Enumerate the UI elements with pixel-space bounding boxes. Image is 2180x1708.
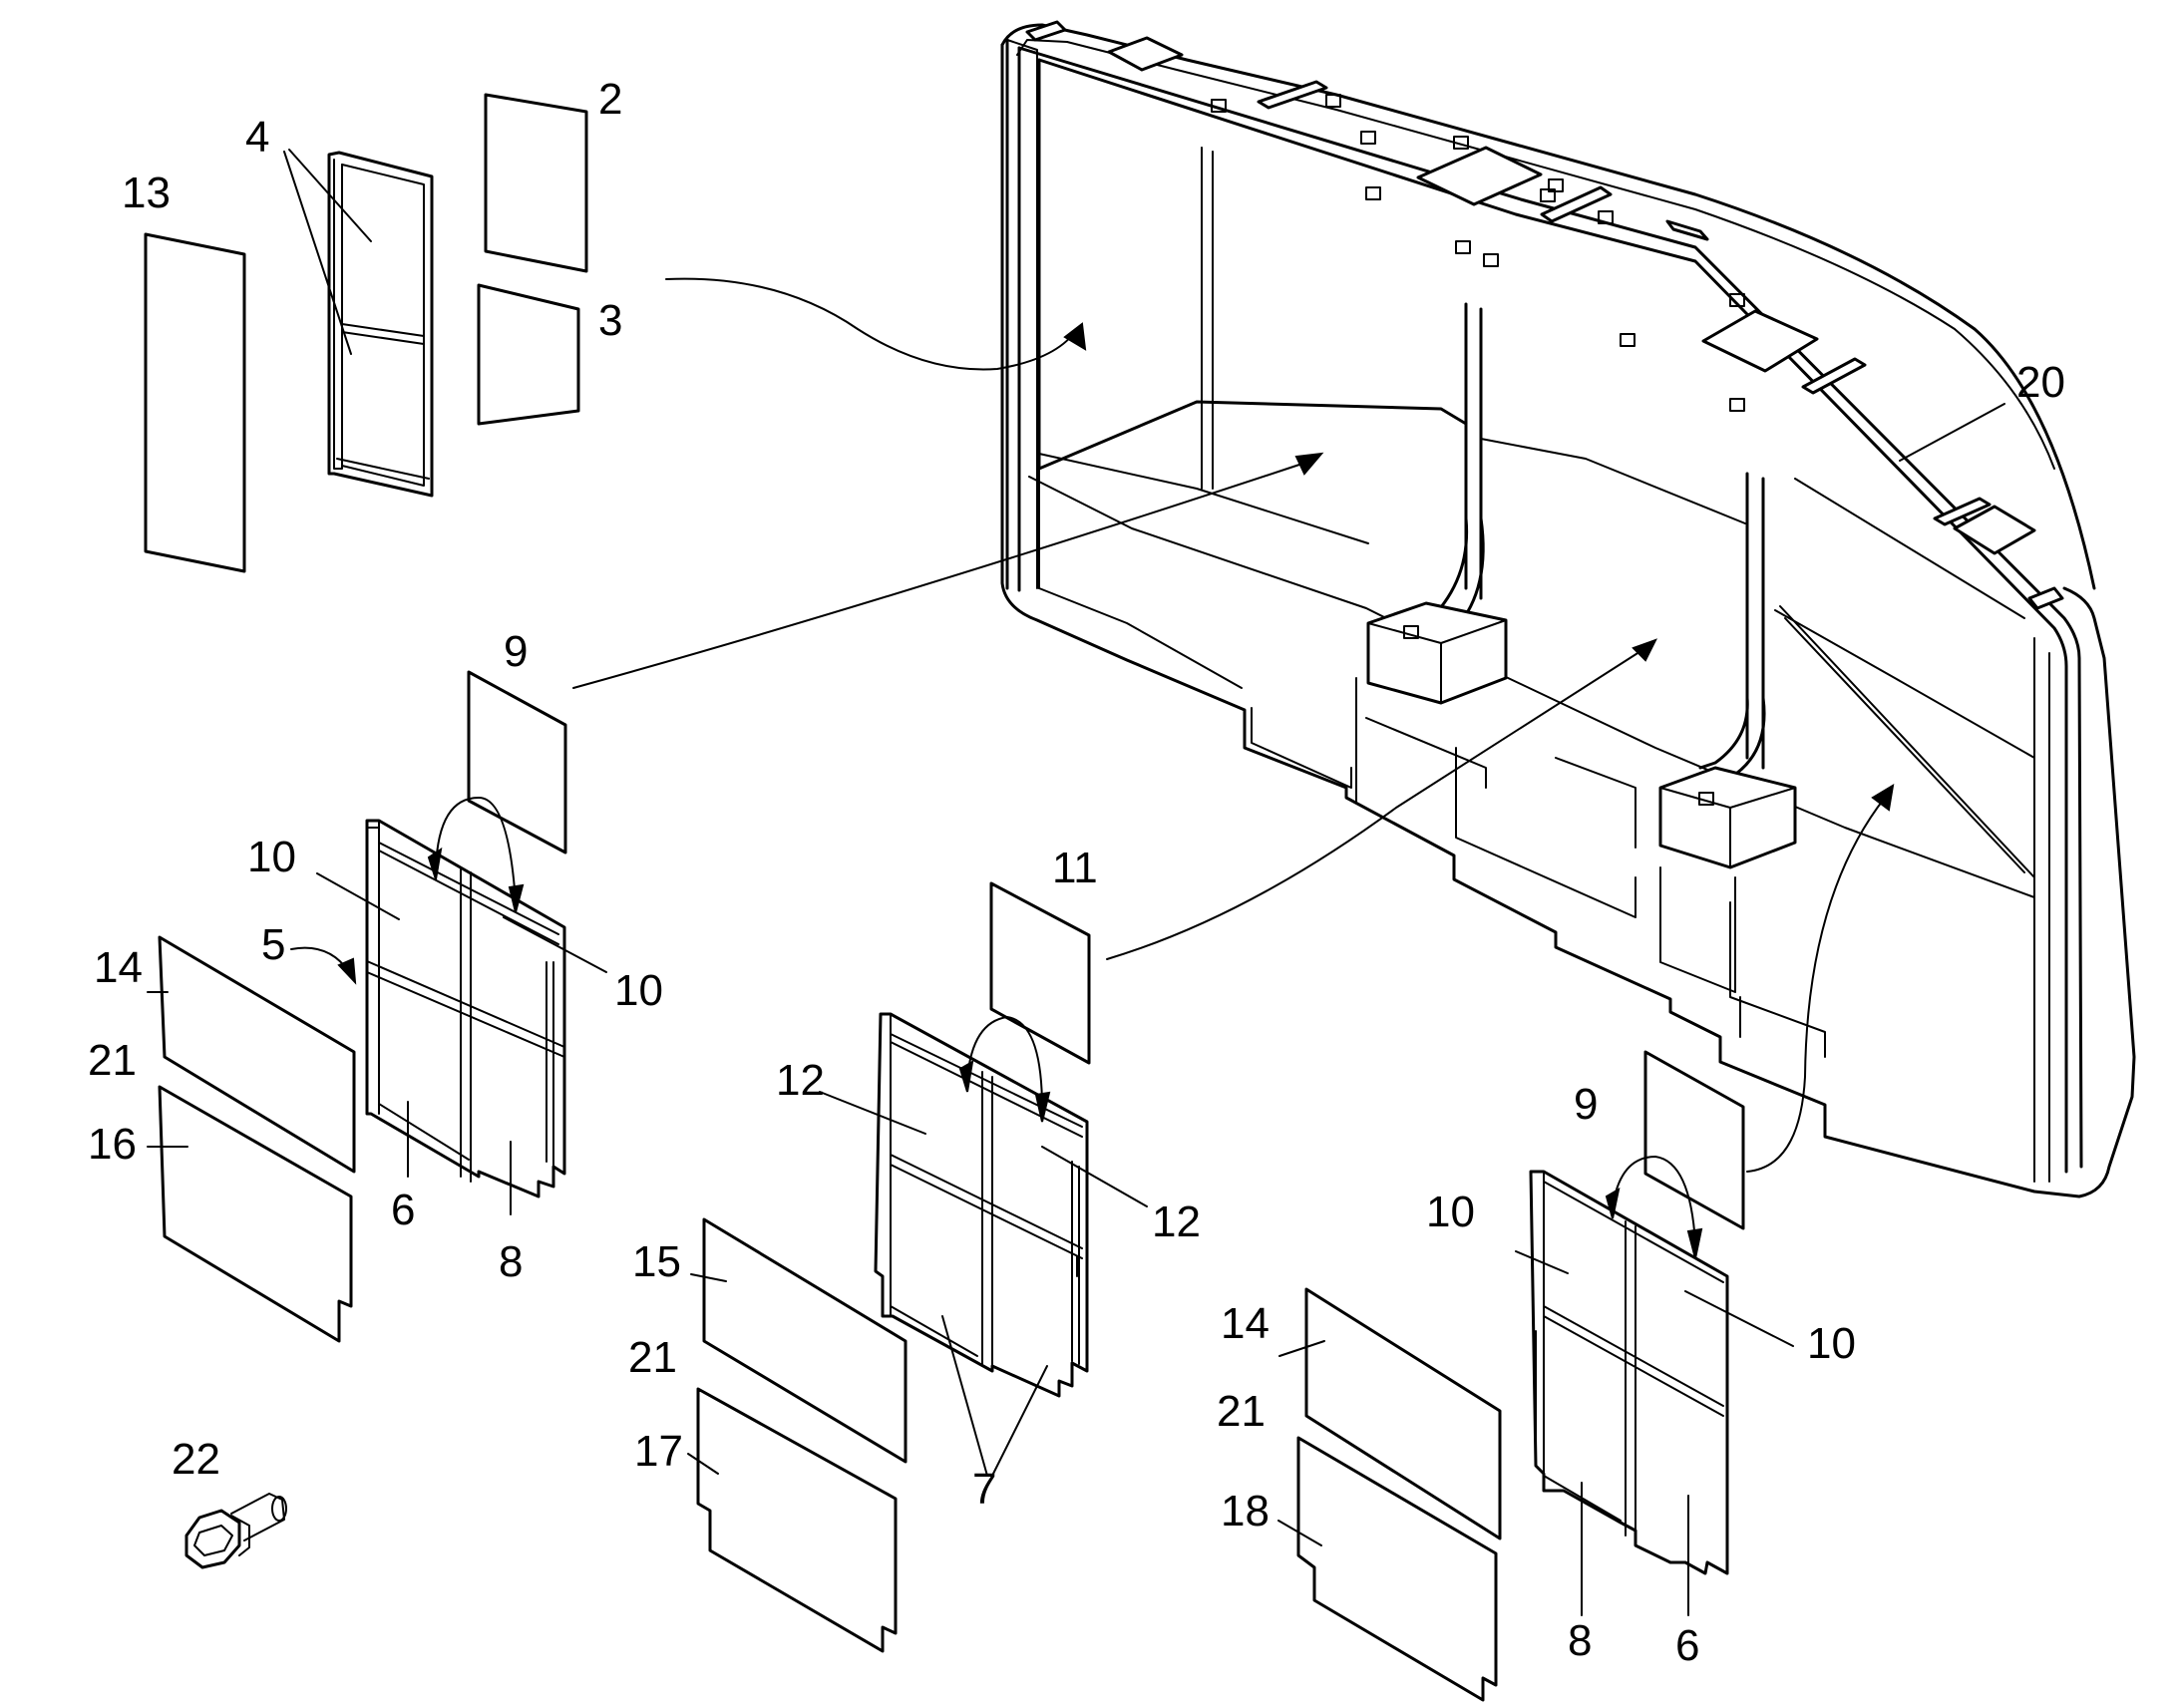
part-11-panel <box>989 881 1091 1065</box>
part-3-panel <box>477 283 580 426</box>
part-14-21-16-left-panels <box>147 935 356 1343</box>
callout-21-right: 21 <box>1217 1387 1266 1436</box>
callout-18: 18 <box>1221 1487 1270 1536</box>
callout-10-left-a: 10 <box>247 833 296 881</box>
callout-15: 15 <box>632 1237 681 1286</box>
part-15-21-17-center-panels <box>687 1217 908 1653</box>
callout-9-right: 9 <box>1574 1080 1598 1129</box>
part-2-panel <box>484 93 588 273</box>
callout-17: 17 <box>634 1427 683 1476</box>
callout-labels: 2 3 4 13 20 9 10 10 5 14 21 16 6 8 11 12… <box>88 75 2065 1670</box>
callout-14-left: 14 <box>94 943 143 992</box>
callout-10-right-b: 10 <box>1807 1319 1856 1368</box>
callout-8-left: 8 <box>499 1237 523 1286</box>
callout-22: 22 <box>172 1435 220 1484</box>
callout-21-left: 21 <box>88 1036 137 1085</box>
callout-9-left: 9 <box>504 627 528 676</box>
callout-14-right: 14 <box>1221 1299 1270 1348</box>
part-22-bolt <box>184 1493 287 1569</box>
center-arrows <box>819 1016 1148 1477</box>
callout-12-b: 12 <box>1152 1197 1201 1246</box>
right-door-frame <box>1529 1170 1729 1575</box>
callout-5: 5 <box>261 920 285 969</box>
left-door-frame <box>365 819 566 1198</box>
callout-10-left-b: 10 <box>614 966 663 1015</box>
callout-16: 16 <box>88 1120 137 1169</box>
assembly-arrows <box>572 277 1895 1173</box>
part-9-panel-left <box>467 670 567 854</box>
callout-13: 13 <box>122 169 171 217</box>
left-arrows <box>290 797 607 1215</box>
callout-12-a: 12 <box>776 1056 825 1105</box>
part-14-21-18-right-panels <box>1277 1287 1502 1702</box>
center-door-frame <box>874 1012 1089 1398</box>
callout-6-right: 6 <box>1675 1621 1699 1670</box>
part-13-panel <box>144 232 246 573</box>
callout-10-right-a: 10 <box>1426 1188 1475 1236</box>
part-9-panel-right <box>1643 1050 1745 1230</box>
callout-21-center: 21 <box>628 1333 677 1382</box>
main-frame <box>1000 20 2136 1198</box>
callout-2: 2 <box>598 75 622 124</box>
callout-7: 7 <box>972 1465 996 1514</box>
callout-6-left: 6 <box>391 1186 415 1234</box>
part-4-frame <box>283 149 434 498</box>
callout-3: 3 <box>598 296 622 345</box>
callout-8-right: 8 <box>1568 1616 1592 1665</box>
callout-4: 4 <box>245 113 269 162</box>
callout-20: 20 <box>2016 358 2065 407</box>
callout-11: 11 <box>1052 844 1098 892</box>
right-arrows <box>1515 1156 1794 1616</box>
